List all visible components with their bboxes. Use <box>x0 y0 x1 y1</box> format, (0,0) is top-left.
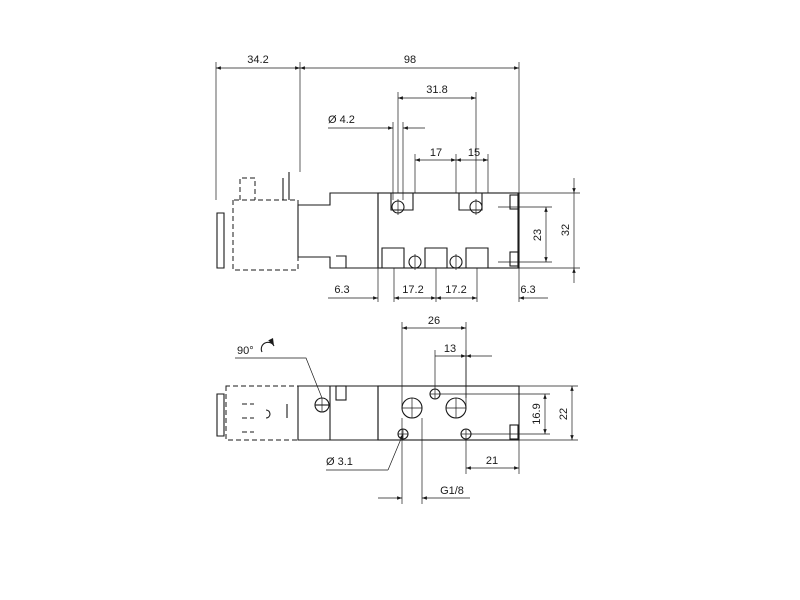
bottom-view: 26 13 90° 16.9 22 <box>216 315 578 504</box>
dim-line-half-spacing <box>434 350 492 398</box>
dim-mount-hole-label: Ø 4.2 <box>328 114 355 126</box>
dim-line-small-hole <box>326 433 404 471</box>
dim-thread-label: G1/8 <box>440 485 464 497</box>
dim-depth-inner-label: 16.9 <box>531 403 543 424</box>
dim-pitch-d-label: 17.2 <box>445 284 466 296</box>
dim-line-port-span <box>397 92 477 193</box>
dim-overall-width-label: 34.2 <box>247 54 268 66</box>
dim-offset-label: 21 <box>486 455 498 467</box>
dim-rotation-label: 90° <box>237 345 254 357</box>
valve-body-top <box>377 192 520 270</box>
actuator-housing-side <box>297 385 379 441</box>
rotation-indicator <box>235 337 323 399</box>
dim-pitch-b-label: 15 <box>468 147 480 159</box>
dim-port-height-label: 23 <box>532 229 544 241</box>
dim-body-length-label: 98 <box>404 54 416 66</box>
dim-half-spacing-label: 13 <box>444 343 456 355</box>
top-view: 34.2 98 31.8 Ø 4.2 17 15 <box>215 54 580 302</box>
dim-depth-outer-label: 22 <box>558 408 570 420</box>
solenoid-coil-outline-side <box>216 385 299 441</box>
dim-small-hole-label: Ø 3.1 <box>326 456 353 468</box>
dim-line-depths <box>440 385 578 441</box>
dim-line-heights <box>498 178 580 283</box>
dim-port-spacing-label: 26 <box>428 315 440 327</box>
actuator-housing <box>297 192 379 269</box>
dim-line-port-spacing <box>401 322 467 408</box>
dim-line-offset <box>465 440 520 474</box>
solenoid-coil-outline <box>216 172 299 271</box>
dim-line-overall <box>215 62 520 200</box>
dim-pitch-a-label: 17 <box>430 147 442 159</box>
dim-edge-left-label: 6.3 <box>334 284 349 296</box>
dim-line-thread <box>378 418 470 504</box>
dim-line-pitch-top <box>414 154 489 193</box>
dim-line-bottom-chain <box>328 268 548 302</box>
dim-pitch-c-label: 17.2 <box>402 284 423 296</box>
dim-body-height-label: 32 <box>560 224 572 236</box>
dim-edge-right-label: 6.3 <box>520 284 535 296</box>
dim-port-span-label: 31.8 <box>426 84 447 96</box>
dim-line-mount-hole <box>328 122 425 200</box>
